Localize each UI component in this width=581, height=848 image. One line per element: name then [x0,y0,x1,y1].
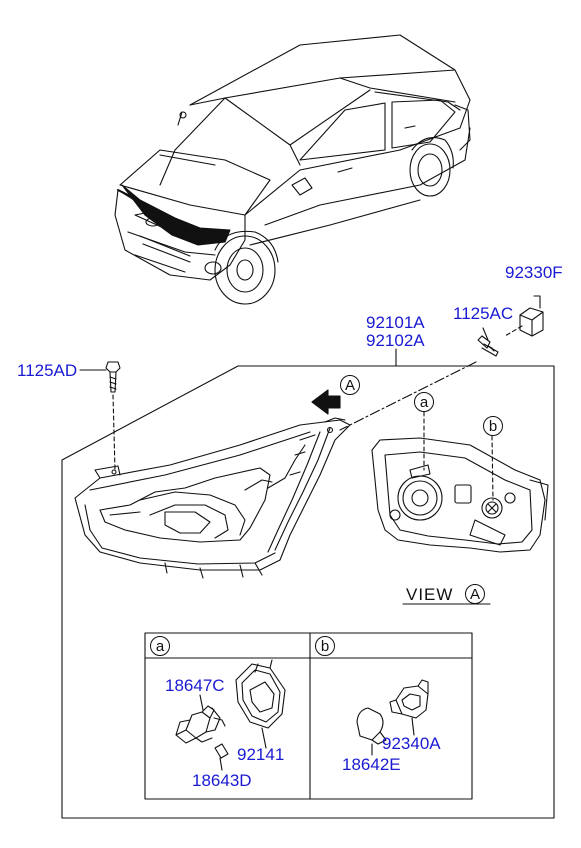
part-label-92141: 92141 [237,745,285,764]
bulb-18647C [175,694,226,744]
view-arrow [311,389,341,415]
part-label-92340A: 92340A [382,734,441,753]
part-label-1125AC: 1125AC [453,304,514,323]
part-label-1125AD: 1125AD [17,361,78,380]
bulb-18642E [356,707,387,756]
part-label-92102A: 92102A [366,331,425,350]
vehicle-illustration [114,34,471,305]
table-header-b: b [315,636,335,656]
part-label-18643D: 18643D [192,771,252,790]
headlamp-assembly [74,417,351,579]
rear-housing-view [371,411,549,553]
detail-table [144,632,473,800]
table-header-a: a [150,636,170,656]
bulb-18643D [214,743,229,771]
cap-92141 [235,659,286,749]
part-label-18647C: 18647C [165,676,225,695]
part-label-92101A: 92101A [366,313,425,332]
view-caption-letter: A [465,584,485,604]
screw-1125AD [79,361,121,471]
part-label-92330F: 92330F [505,263,563,282]
part-label-18642E: 18642E [342,755,401,774]
bolt-1125AC [339,327,499,431]
socket-92340A [389,679,429,736]
callout-view-a: A [340,375,360,395]
callout-detail-a: a [414,392,434,412]
assembly-box [61,348,555,819]
callout-detail-b: b [483,416,503,436]
view-caption-word: VIEW [406,585,454,604]
connector-92330F [504,295,544,337]
